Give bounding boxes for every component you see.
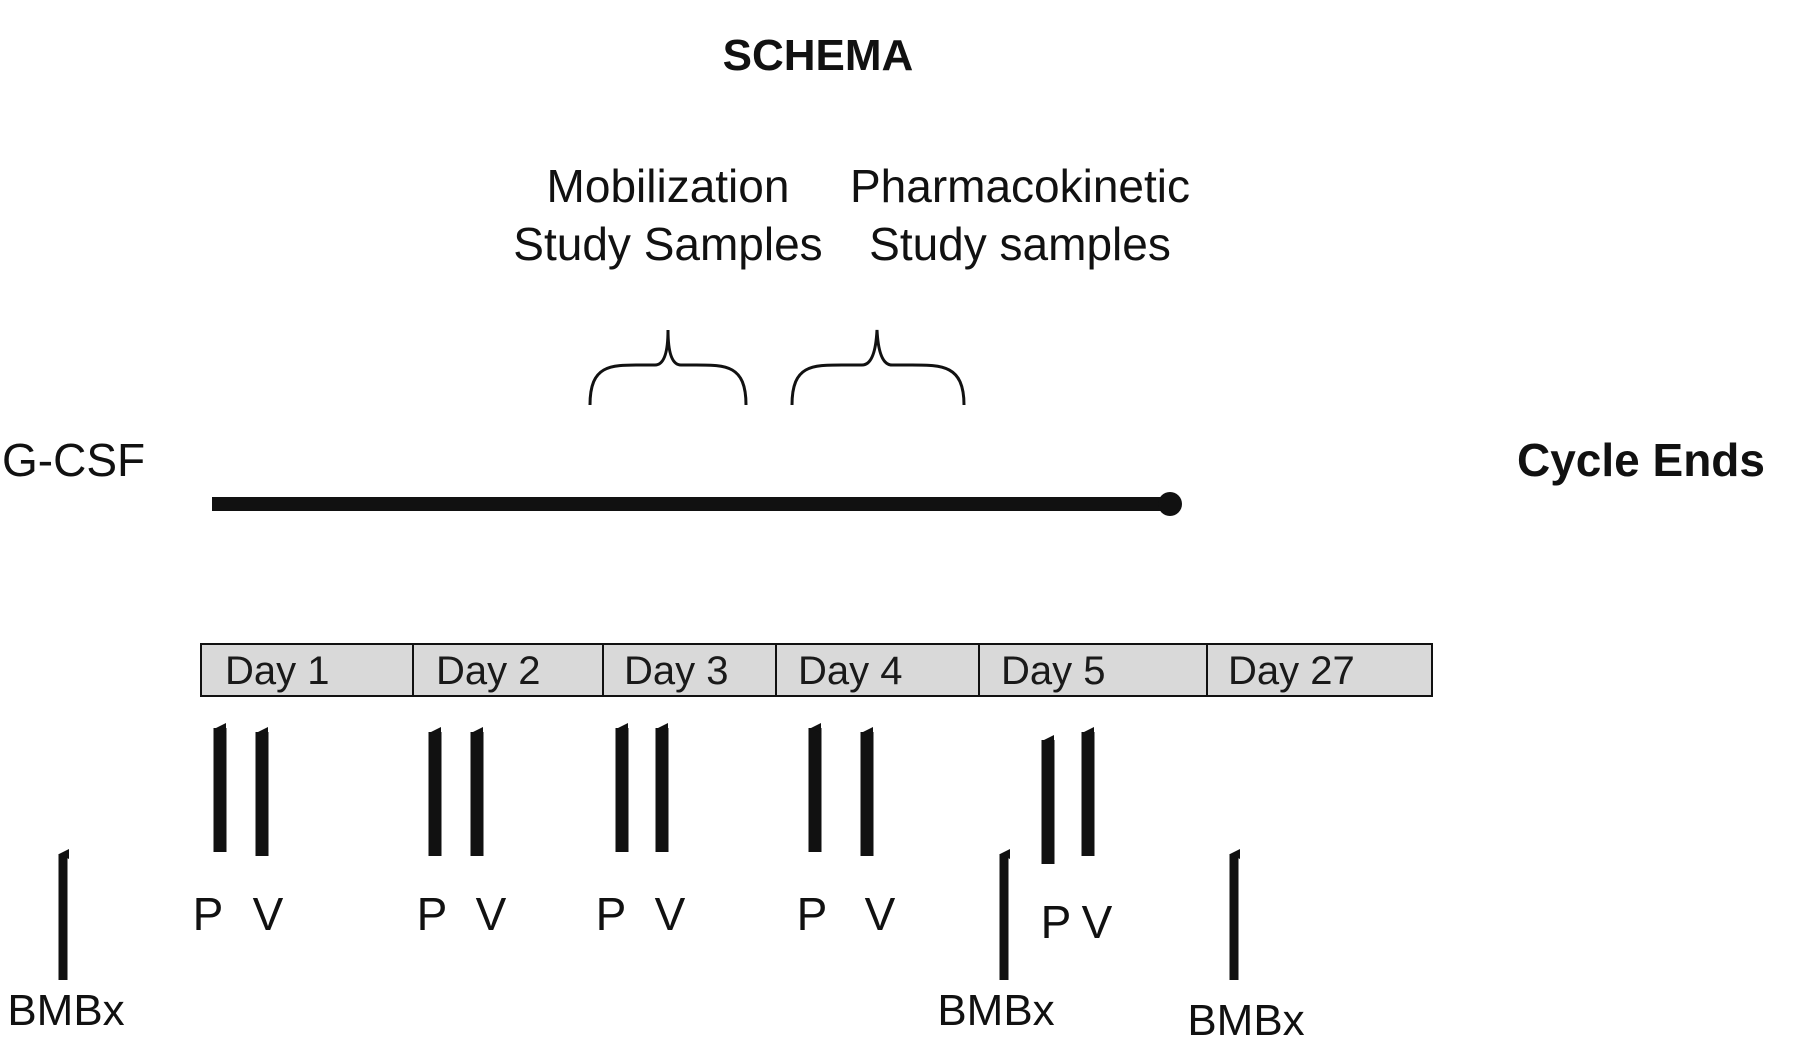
cycle-ends-label: Cycle Ends: [1517, 434, 1765, 486]
bmbx-label-baseline: BMBx: [7, 986, 124, 1035]
day-label-3: Day 3: [624, 649, 729, 693]
pk-caption-line2: Study samples: [869, 218, 1171, 270]
gcsf-label: G-CSF: [2, 434, 145, 486]
gcsf-timeline-end-dot: [1158, 492, 1182, 516]
p-label-day4: P: [797, 888, 828, 940]
day-label-4: Day 4: [798, 649, 903, 693]
mobilization-caption-line1: Mobilization: [547, 160, 790, 212]
day-label-5: Day 5: [1001, 649, 1106, 693]
pk-caption-line1: Pharmacokinetic: [850, 160, 1190, 212]
bmbx-arrows: [58, 849, 1240, 980]
day-cell-3: [602, 643, 777, 697]
mobilization-brace: [588, 329, 748, 406]
mobilization-caption-line2: Study Samples: [513, 218, 822, 270]
day-label-2: Day 2: [436, 649, 541, 693]
v-label-day1: V: [253, 888, 284, 940]
pk-brace: [790, 329, 966, 406]
day-label-1: Day 1: [225, 649, 330, 693]
p-label-day1: P: [193, 888, 224, 940]
day-label-27: Day 27: [1228, 649, 1355, 693]
day-cell-2: [412, 643, 604, 697]
v-label-day5: V: [1082, 896, 1113, 948]
v-label-day4: V: [865, 888, 896, 940]
v-label-day2: V: [476, 888, 507, 940]
p-label-day5: P: [1041, 896, 1072, 948]
page-title: SCHEMA: [723, 31, 914, 80]
p-label-day3: P: [596, 888, 627, 940]
p-label-day2: P: [417, 888, 448, 940]
bmbx-label-day5: BMBx: [937, 986, 1054, 1035]
bmbx-label-day27: BMBx: [1187, 996, 1304, 1045]
day-timeline: Day 1 Day 2 Day 3 Day 4 Day 5 Day 27: [200, 643, 1433, 697]
sample-arrows: [213, 723, 1095, 864]
day-cell-27: [1206, 643, 1433, 697]
v-label-day3: V: [655, 888, 686, 940]
